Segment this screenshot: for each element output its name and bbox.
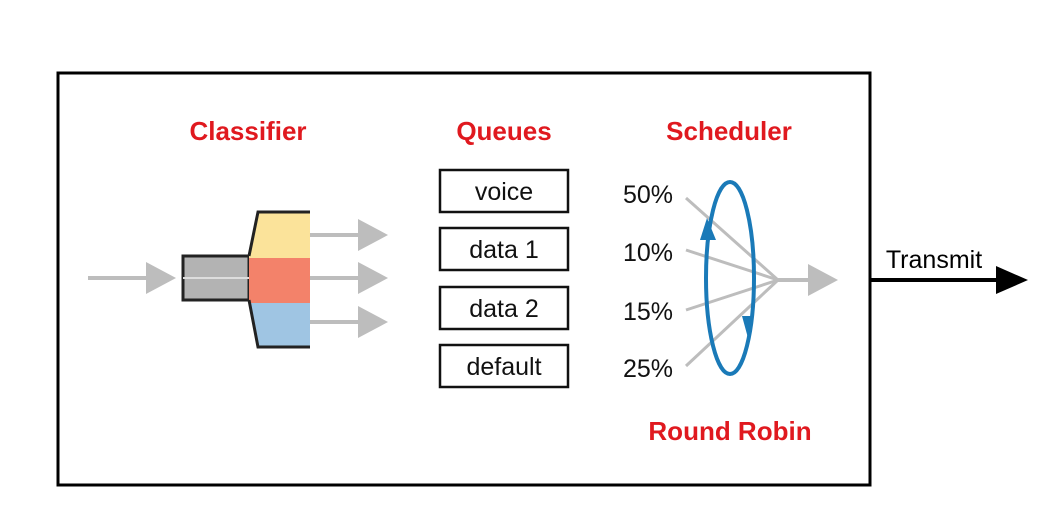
weight-data-2: 15% xyxy=(623,298,673,326)
weight-default: 25% xyxy=(623,355,673,383)
queue-data-2: data 2 xyxy=(438,285,570,331)
round-robin-label: Round Robin xyxy=(648,416,811,446)
class-arrow-top xyxy=(310,219,388,251)
queue-voice: voice xyxy=(438,168,570,214)
classifier-funnel xyxy=(181,210,310,349)
round-robin-loop-icon xyxy=(700,180,756,376)
weight-data-1: 10% xyxy=(623,239,673,267)
queue-data-1: data 1 xyxy=(438,226,570,272)
transmit-arrow xyxy=(870,266,1028,294)
class-band-blue xyxy=(249,303,310,347)
svg-text:data 2: data 2 xyxy=(469,295,539,323)
svg-text:default: default xyxy=(466,353,541,381)
scheduler-lines xyxy=(684,196,780,368)
classifier-heading: Classifier xyxy=(189,116,306,146)
queue-default: default xyxy=(438,343,570,389)
weight-voice: 50% xyxy=(623,181,673,209)
input-arrow xyxy=(88,262,176,294)
class-band-yellow xyxy=(249,212,310,258)
scheduler-heading: Scheduler xyxy=(666,116,792,146)
transmit-label: Transmit xyxy=(886,246,982,274)
class-band-red xyxy=(249,258,310,303)
svg-text:voice: voice xyxy=(475,178,533,206)
class-arrow-middle xyxy=(310,262,388,294)
class-arrow-bottom xyxy=(310,306,388,338)
svg-text:data 1: data 1 xyxy=(469,236,539,264)
scheduler-output-arrow xyxy=(778,264,838,296)
queues-heading: Queues xyxy=(456,116,551,146)
